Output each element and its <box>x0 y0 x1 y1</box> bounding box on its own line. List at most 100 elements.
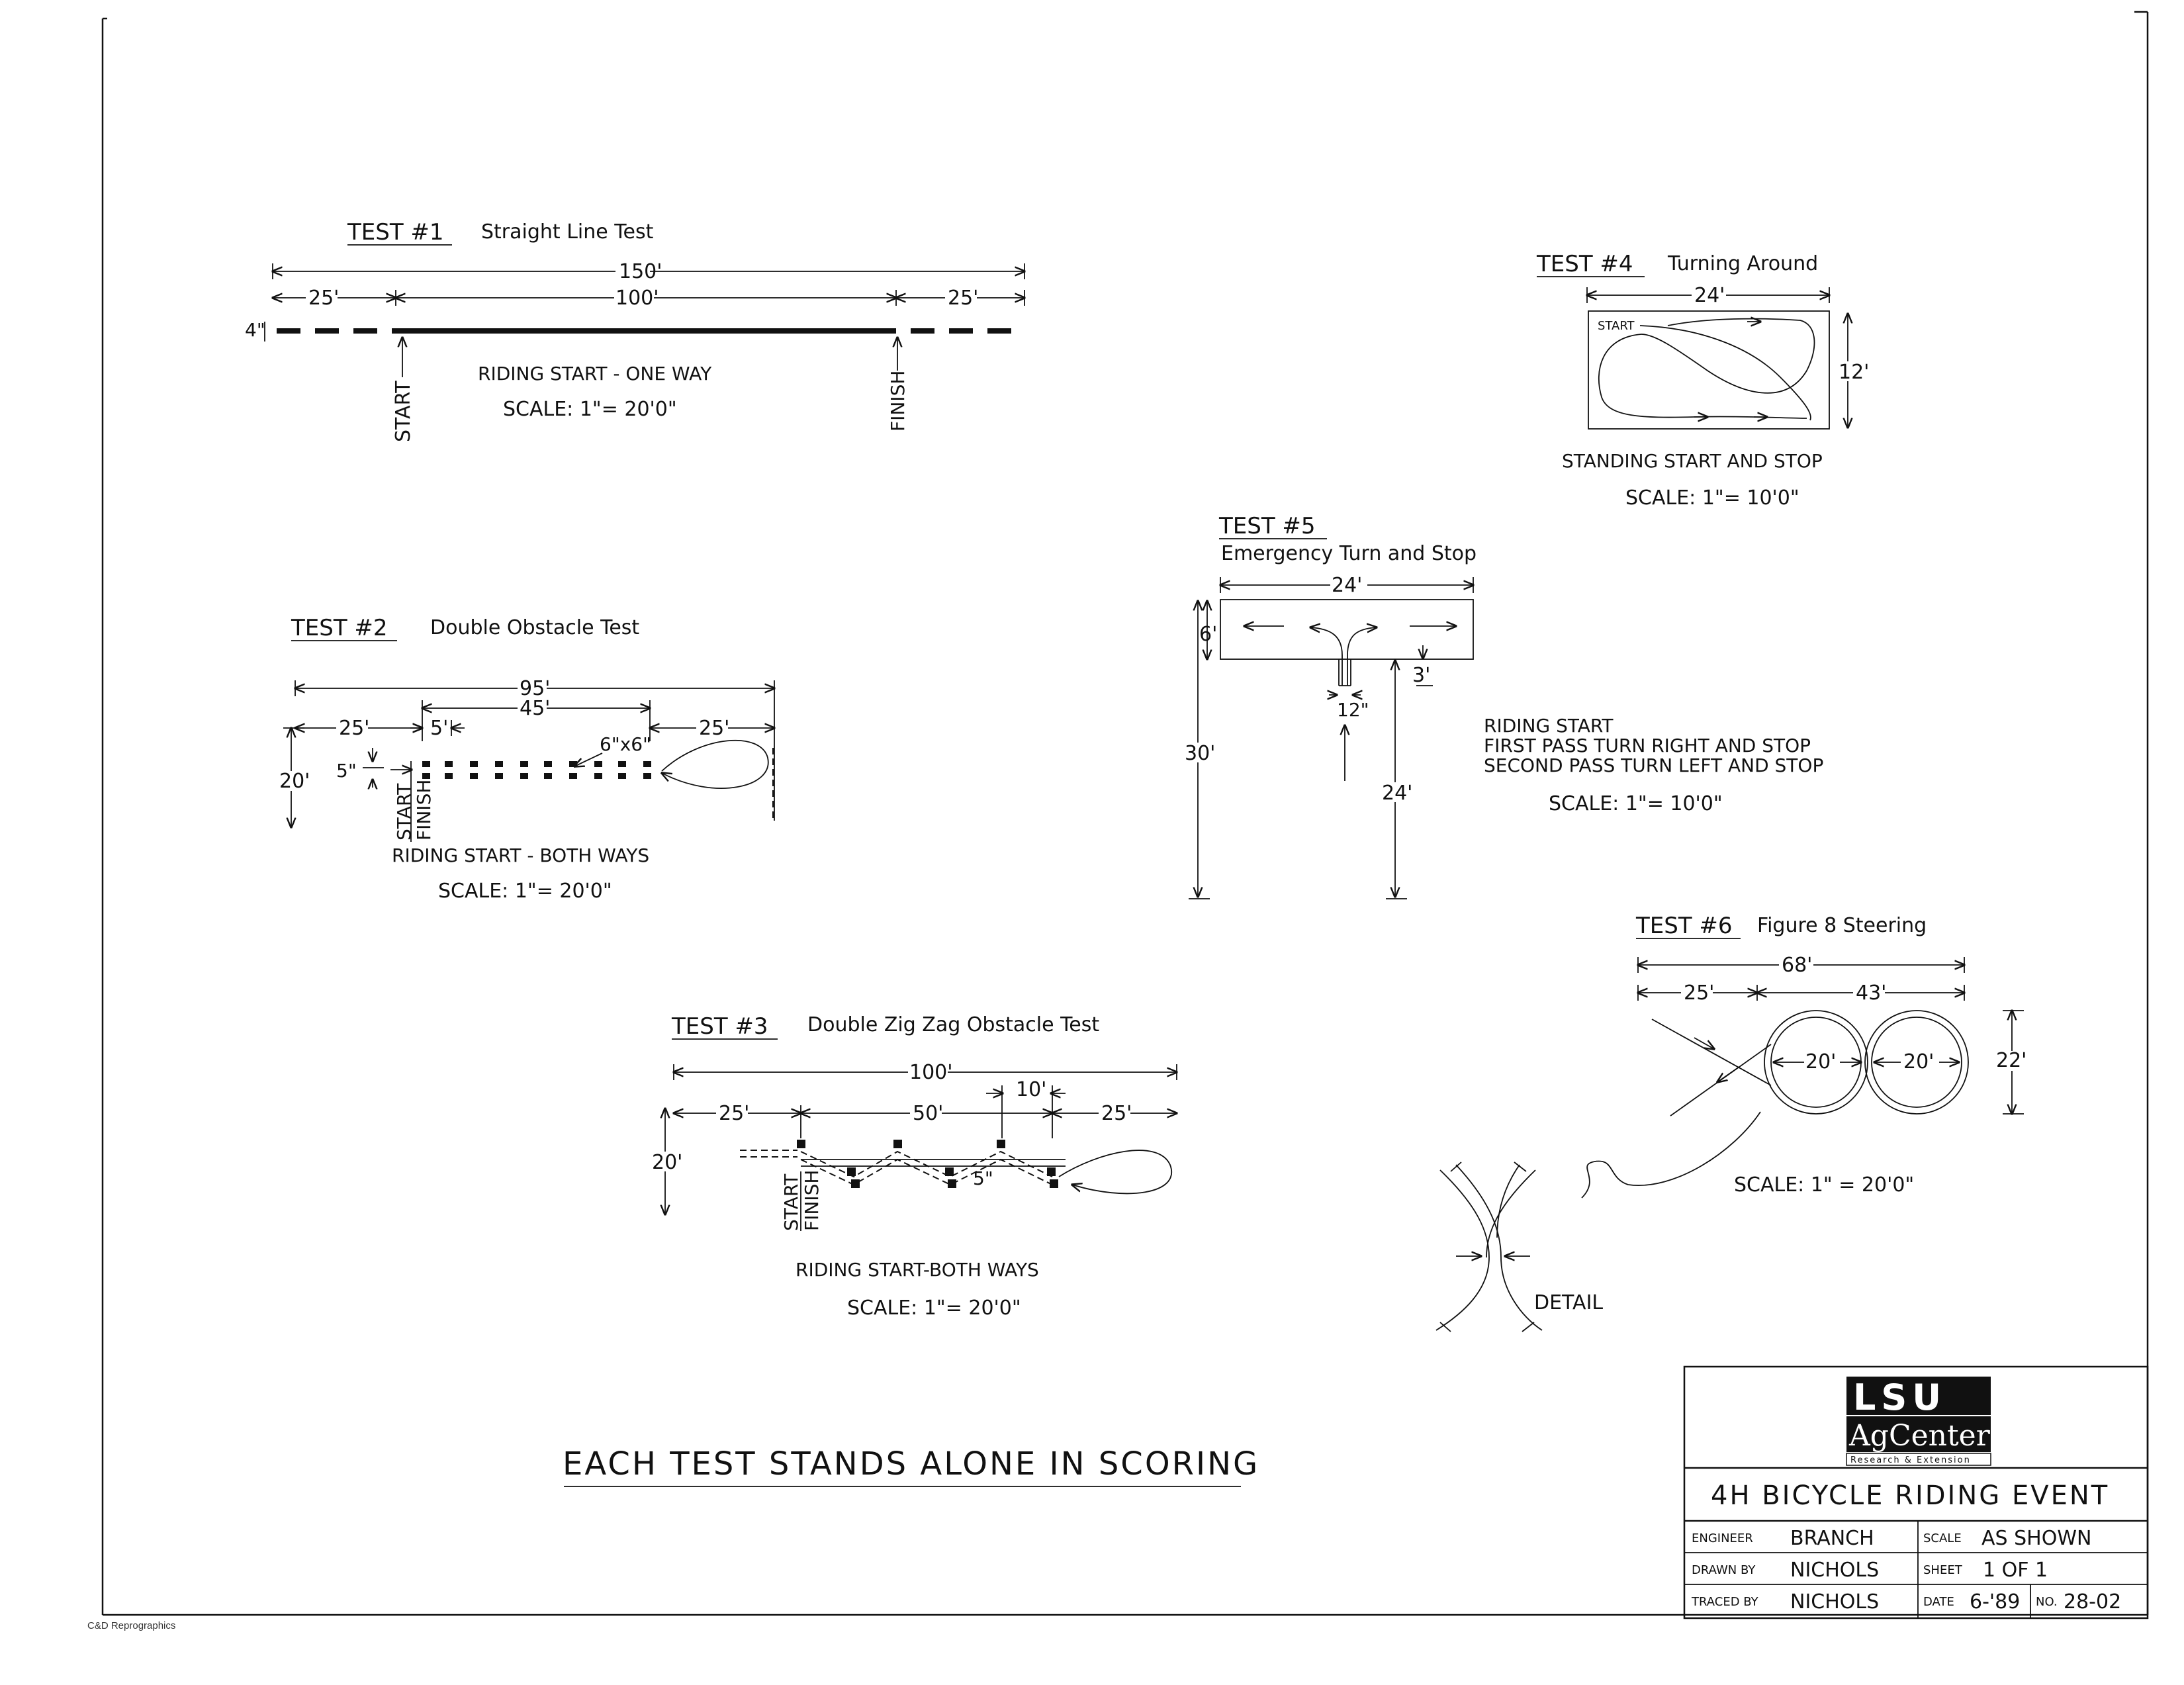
test-3-start-label: START <box>780 1173 802 1231</box>
traced-by-label: TRACED BY <box>1691 1595 1759 1609</box>
number-value: 28-02 <box>2064 1590 2121 1614</box>
test-6-dim-a: 25' <box>1684 981 1714 1005</box>
test-4-turning-around: TEST #4 Turning Around 24' 12' START STA… <box>1536 251 1869 510</box>
test-2-double-obstacle: TEST #2 Double Obstacle Test 95' 45' 25'… <box>278 615 774 903</box>
engineer-label: ENGINEER <box>1692 1531 1753 1545</box>
test-2-dim-total: 95' <box>520 677 550 700</box>
test-6-title: Figure 8 Steering <box>1757 914 1927 937</box>
traced-by-value: NICHOLS <box>1790 1590 1879 1614</box>
scoring-banner-text: EACH TEST STANDS ALONE IN SCORING <box>563 1445 1259 1482</box>
test-2-dim-b: 5' <box>430 717 448 740</box>
test-2-title: Double Obstacle Test <box>430 616 639 639</box>
test-1-dim-a: 25' <box>308 287 339 310</box>
test-5-emergency-turn: TEST #5 Emergency Turn and Stop 24' 6' 1… <box>1183 513 1823 899</box>
test-4-dim-height: 12' <box>1839 361 1869 384</box>
test-1-note: RIDING START - ONE WAY <box>478 363 712 385</box>
test-3-zig-zag: TEST #3 Double Zig Zag Obstacle Test 100… <box>650 1013 1177 1320</box>
test-6-dim-height: 22' <box>1996 1049 2026 1072</box>
date-label: DATE <box>1923 1595 1954 1609</box>
test-4-note: STANDING START AND STOP <box>1562 450 1823 472</box>
test-1-scale: SCALE: 1"= 20'0" <box>503 398 677 421</box>
test-3-dim-c: 10' <box>1016 1078 1046 1101</box>
scale-value: AS SHOWN <box>1981 1527 2091 1550</box>
scale-label: SCALE <box>1923 1531 1962 1545</box>
test-5-dim-a: 6' <box>1199 623 1217 646</box>
test-3-dim-height: 20' <box>652 1151 682 1174</box>
test-6-dim-d2: 20' <box>1903 1050 1934 1073</box>
test-1-title: Straight Line Test <box>481 220 654 244</box>
test-2-dim-mid: 45' <box>520 697 550 720</box>
test-6-figure-8: TEST #6 Figure 8 Steering 68' 25' 43' 20… <box>1435 913 2026 1332</box>
test-2-dim-height: 20' <box>279 770 310 793</box>
test-5-note-3: SECOND PASS TURN LEFT AND STOP <box>1484 754 1823 776</box>
test-5-dim-approach: 24' <box>1382 782 1412 805</box>
test-5-dim-total: 30' <box>1185 742 1215 765</box>
lsu-agcenter-logo: LSU AgCenter Research & Extension <box>1846 1377 1991 1466</box>
test-5-number: TEST #5 <box>1218 513 1316 539</box>
test-1-dim-b: 100' <box>615 287 659 310</box>
test-5-scale: SCALE: 1"= 10'0" <box>1549 792 1723 815</box>
test-4-scale: SCALE: 1"= 10'0" <box>1625 486 1799 510</box>
test-1-straight-line: TEST #1 Straight Line Test 150' 25' 100'… <box>245 219 1024 442</box>
test-5-note-2: FIRST PASS TURN RIGHT AND STOP <box>1484 735 1811 756</box>
test-2-start-label: START <box>393 783 415 841</box>
test-1-dim-c: 25' <box>948 287 978 310</box>
test-2-number: TEST #2 <box>291 615 388 641</box>
test-6-scale: SCALE: 1" = 20'0" <box>1734 1173 1914 1197</box>
test-4-title: Turning Around <box>1667 252 1818 275</box>
test-3-dim-a: 25' <box>719 1102 749 1125</box>
sheet-border <box>101 11 2149 1616</box>
sheet-value: 1 OF 1 <box>1983 1559 2048 1582</box>
test-3-scale: SCALE: 1"= 20'0" <box>847 1297 1021 1320</box>
test-6-detail-label: DETAIL <box>1534 1291 1603 1314</box>
test-2-dim-gap: 5" <box>336 760 357 782</box>
test-2-finish-label: FINISH <box>413 780 435 841</box>
title-block: LSU AgCenter Research & Extension 4H BIC… <box>1683 1365 2149 1619</box>
test-1-finish-label: FINISH <box>887 371 909 432</box>
test-3-dim-total: 100' <box>909 1061 953 1084</box>
number-label: NO. <box>2036 1595 2058 1609</box>
test-5-dim-width: 24' <box>1332 574 1362 597</box>
scoring-banner: EACH TEST STANDS ALONE IN SCORING <box>563 1445 1259 1487</box>
test-1-number: TEST #1 <box>347 219 444 246</box>
date-value: 6-'89 <box>1970 1590 2020 1614</box>
test-6-dim-total: 68' <box>1782 954 1812 977</box>
test-3-dim-d: 25' <box>1101 1102 1132 1125</box>
test-2-dim-c: 25' <box>699 717 729 740</box>
test-2-scale: SCALE: 1"= 20'0" <box>438 880 612 903</box>
test-6-number: TEST #6 <box>1635 913 1733 939</box>
test-3-finish-label: FINISH <box>801 1170 823 1231</box>
test-3-dim-gap: 5" <box>973 1167 993 1189</box>
logo-line-3: Research & Extension <box>1850 1455 1971 1465</box>
footer-credit: C&D Reprographics <box>87 1620 176 1631</box>
test-3-blocks <box>797 1140 1058 1188</box>
logo-line-2: AgCenter <box>1848 1419 1991 1453</box>
test-4-dim-width: 24' <box>1694 284 1725 307</box>
test-1-start-label: START <box>392 381 415 442</box>
test-1-dim-width: 4" <box>245 319 265 341</box>
sheet-label: SHEET <box>1923 1563 1963 1577</box>
test-3-title: Double Zig Zag Obstacle Test <box>807 1013 1099 1036</box>
test-3-note: RIDING START-BOTH WAYS <box>796 1259 1039 1281</box>
logo-line-1: LSU <box>1853 1377 1946 1418</box>
test-4-start-label: START <box>1598 319 1635 333</box>
test-5-dim-lane: 12" <box>1337 699 1369 721</box>
engineer-value: BRANCH <box>1790 1527 1874 1550</box>
test-2-blocks <box>422 761 651 779</box>
test-5-note-1: RIDING START <box>1484 715 1614 737</box>
test-5-title: Emergency Turn and Stop <box>1221 542 1477 565</box>
test-5-dim-b: 3' <box>1412 664 1430 687</box>
test-6-dim-b: 43' <box>1856 981 1886 1005</box>
test-6-dim-d1: 20' <box>1805 1050 1836 1073</box>
test-3-dim-b: 50' <box>913 1102 943 1125</box>
drawn-by-value: NICHOLS <box>1790 1559 1879 1582</box>
test-2-dim-a: 25' <box>339 717 369 740</box>
test-1-dim-total: 150' <box>619 260 662 283</box>
test-3-number: TEST #3 <box>671 1013 768 1040</box>
test-2-note: RIDING START - BOTH WAYS <box>392 844 649 866</box>
drawing-title: 4H BICYCLE RIDING EVENT <box>1711 1480 2109 1511</box>
test-2-block-size: 6"x6" <box>600 733 651 755</box>
test-4-number: TEST #4 <box>1536 251 1633 277</box>
